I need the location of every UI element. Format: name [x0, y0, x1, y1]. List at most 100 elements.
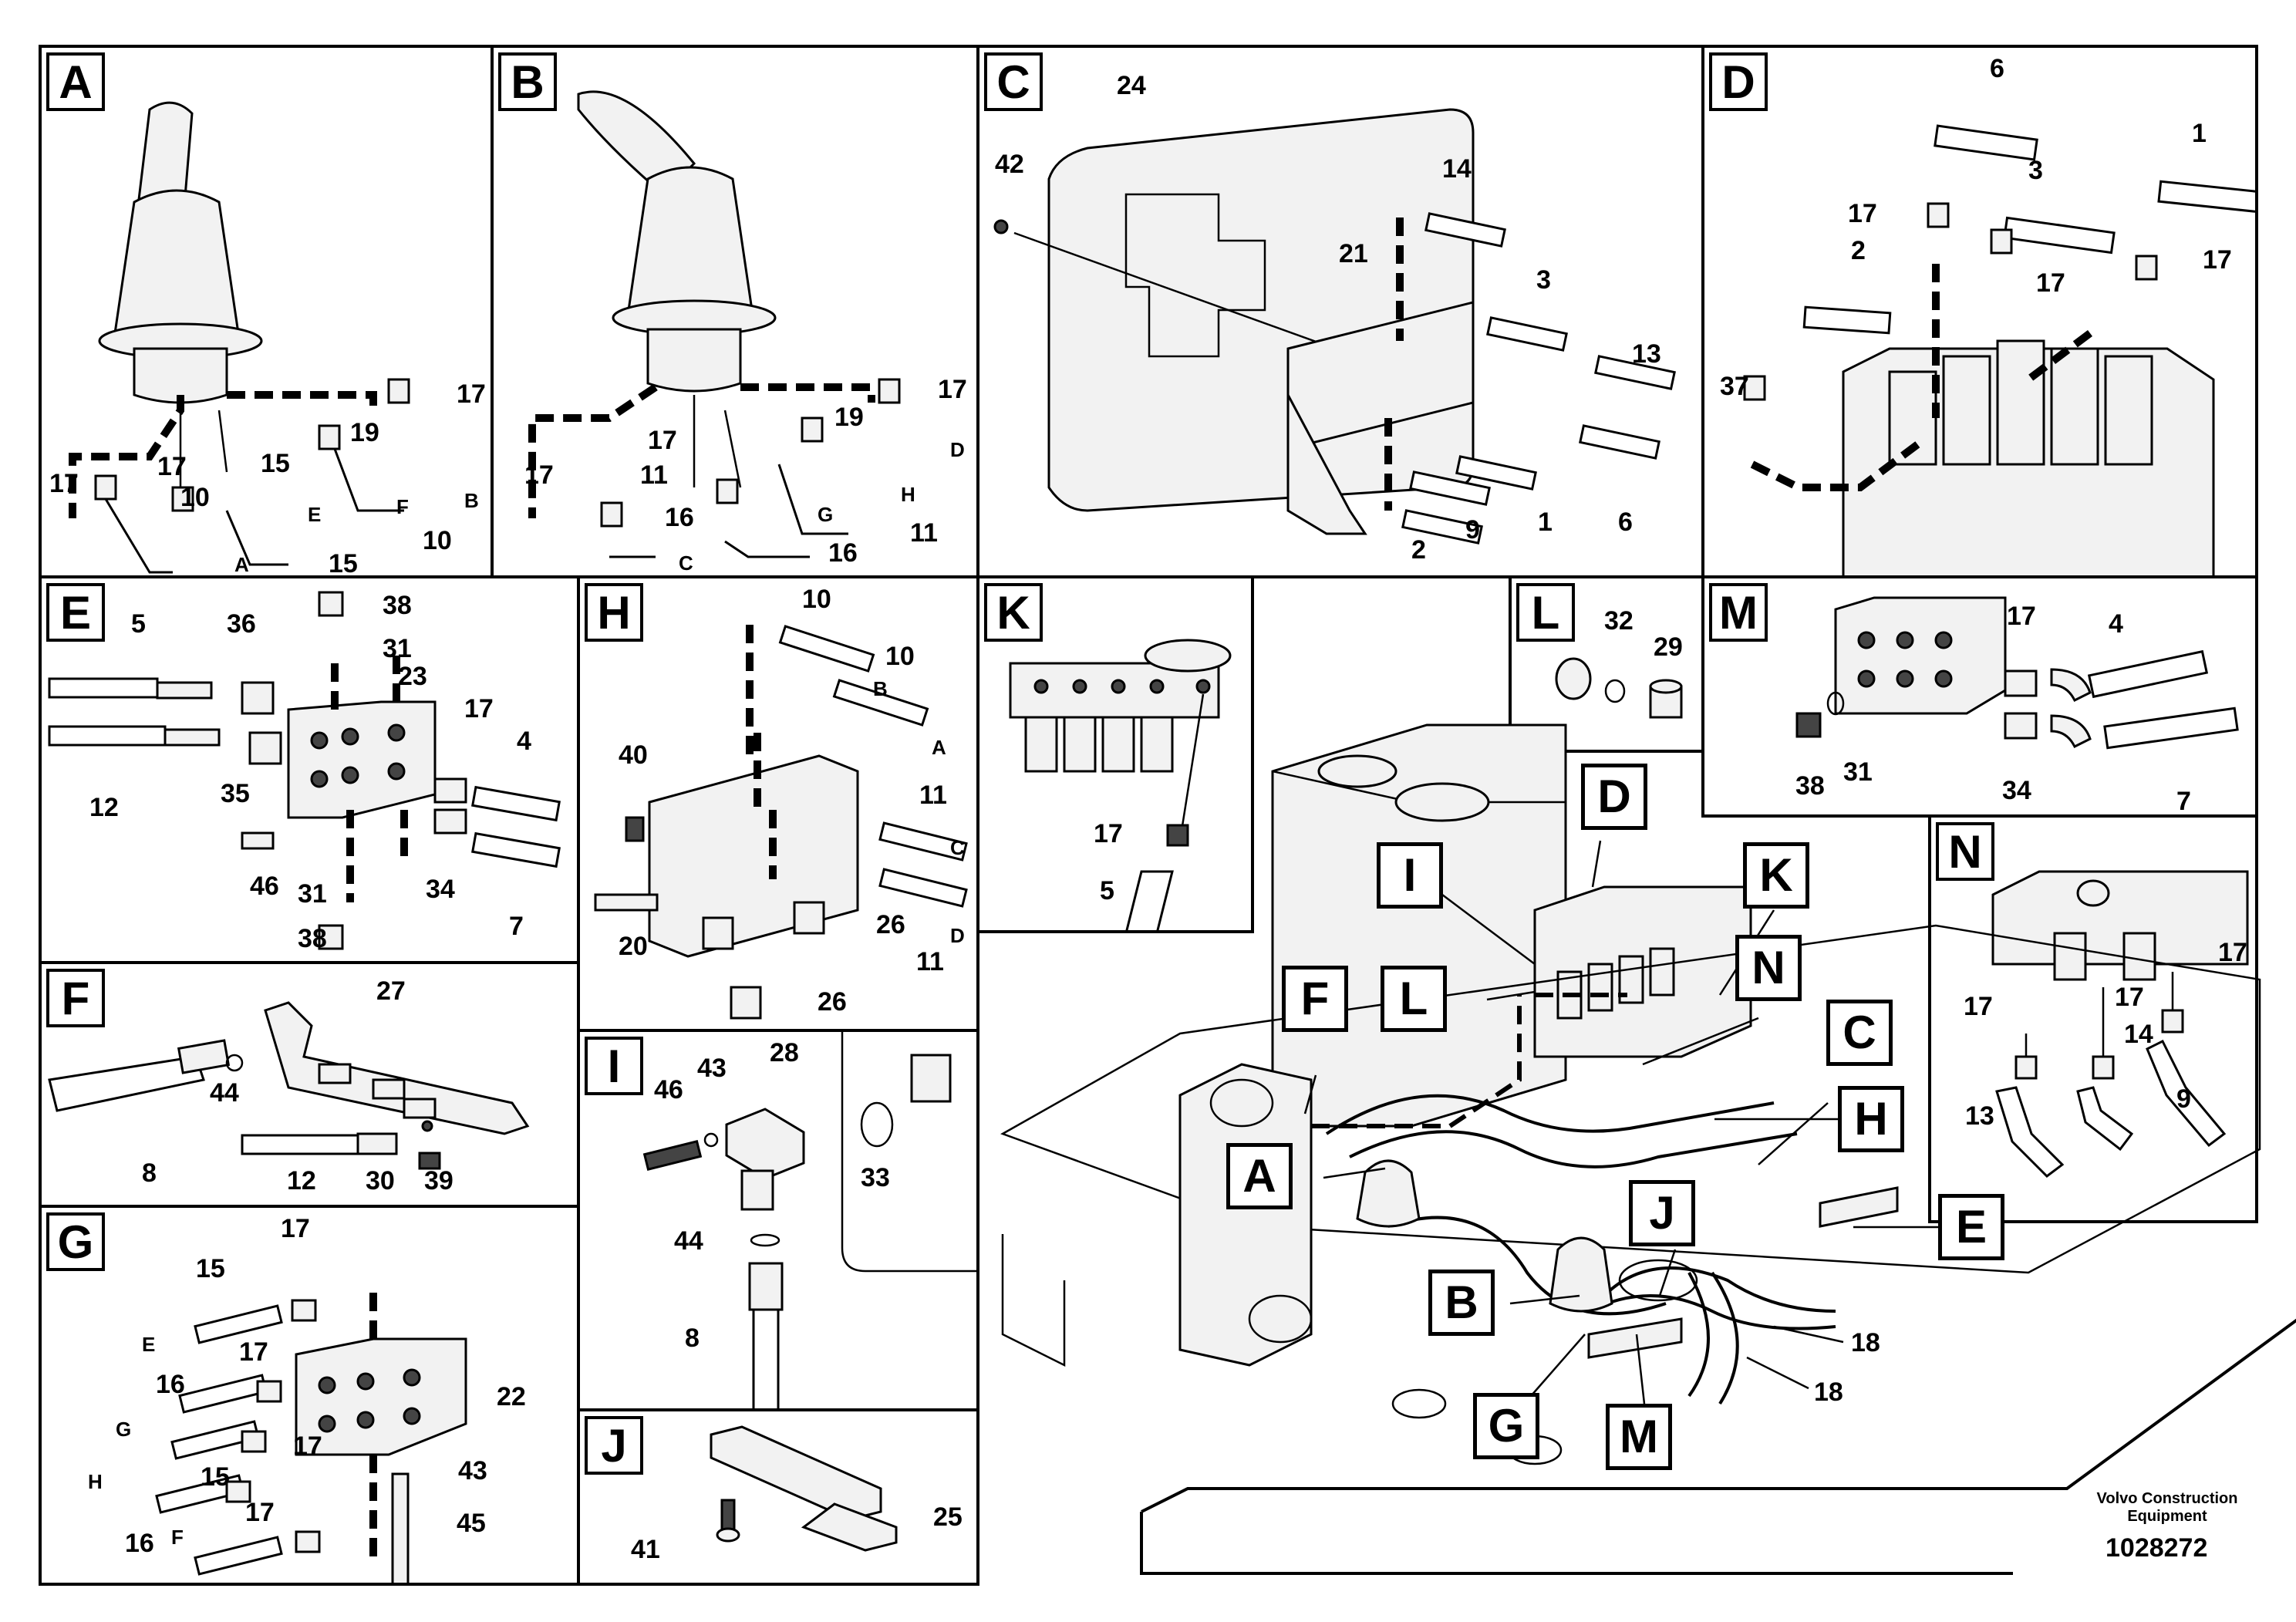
panel-j: J 25 41	[577, 1408, 979, 1586]
panel-l: L 32 29	[1509, 575, 1704, 753]
panel-c: C 24 42 14 21 3 13 2 9	[976, 45, 1704, 578]
clamp-drawing	[710, 1425, 898, 1552]
part-label: 1	[2192, 119, 2207, 148]
part-label: 3	[2028, 156, 2043, 185]
bracket-drawing	[993, 108, 1676, 545]
part-label: 4	[517, 727, 531, 756]
hose-end-label: E	[142, 1333, 156, 1356]
part-label: 17	[524, 460, 554, 490]
part-label: 34	[2002, 776, 2031, 805]
hose-end-label: B	[464, 489, 479, 512]
overview-callout-g: G	[1473, 1393, 1539, 1459]
part-label: 11	[919, 781, 947, 810]
part-label: 11	[910, 518, 938, 548]
part-label: 14	[2124, 1020, 2153, 1049]
part-label: 3	[1536, 265, 1551, 295]
hose-end-label: F	[396, 495, 409, 518]
part-label: 16	[828, 538, 858, 568]
part-label: 17	[938, 375, 967, 404]
overview-callout-b: B	[1428, 1270, 1495, 1336]
panel-a: A 17 17 17 17 19 15 15 10 10 A E F B	[39, 45, 494, 578]
panel-f: F 27 8 44 12 30 39	[39, 961, 580, 1208]
part-label: 22	[497, 1382, 526, 1411]
part-label: 17	[49, 469, 79, 498]
hose-end-label: G	[116, 1418, 132, 1441]
part-label: 26	[876, 910, 905, 939]
part-label: 6	[1990, 54, 2004, 83]
part-label: 16	[156, 1370, 185, 1399]
panel-tag: L	[1516, 583, 1575, 642]
part-label: 17	[157, 452, 187, 481]
panel-i: I 46 43 28 33 44 8	[577, 1029, 979, 1411]
credit-line: Equipment	[2127, 1508, 2207, 1525]
overview-callout-i: I	[1377, 842, 1443, 909]
overview-callout-k: K	[1743, 842, 1809, 909]
part-label: 17	[1964, 992, 1993, 1021]
panel-tag: I	[585, 1037, 643, 1095]
overview-part-label: 18	[1814, 1378, 1843, 1407]
part-label: 26	[818, 987, 847, 1017]
part-label: 12	[287, 1166, 316, 1195]
panel-tag: D	[1709, 52, 1768, 111]
manifold-drawing	[48, 591, 561, 950]
part-label: 8	[142, 1158, 157, 1188]
part-label: 27	[376, 976, 406, 1006]
part-label: 17	[245, 1498, 275, 1527]
part-label: 14	[1442, 154, 1472, 184]
part-label: 17	[281, 1214, 310, 1243]
part-label: 23	[398, 662, 427, 691]
part-label: 46	[654, 1075, 683, 1104]
part-label: 8	[685, 1324, 700, 1353]
part-label: 15	[201, 1462, 230, 1492]
part-label: 36	[227, 609, 256, 639]
manifold-drawing	[1795, 596, 2239, 750]
part-label: 6	[1618, 508, 1633, 537]
credit-line: Volvo Construction	[2096, 1490, 2238, 1507]
panel-tag: F	[46, 969, 105, 1027]
part-label: 11	[640, 460, 668, 490]
part-label: 40	[619, 740, 648, 770]
part-label: 43	[697, 1054, 727, 1083]
part-label: 30	[366, 1166, 395, 1195]
part-label: 13	[1632, 339, 1661, 369]
overview-callout-h: H	[1838, 1086, 1904, 1152]
overview-callout-e: E	[1938, 1194, 2004, 1260]
hose-end-label: D	[950, 924, 965, 947]
panel-k: K 17 5	[976, 575, 1254, 933]
part-label: 2	[1411, 535, 1426, 565]
hose-end-label: G	[818, 503, 834, 526]
hose-end-label: A	[234, 553, 249, 576]
part-label: 10	[423, 526, 452, 555]
valve-drawing	[1009, 639, 1232, 930]
part-label: 38	[298, 924, 327, 953]
fitting-drawing	[642, 1032, 976, 1408]
pipe-drawing	[48, 1001, 530, 1170]
part-label: 12	[89, 793, 119, 822]
joystick-drawing	[528, 90, 901, 558]
panel-e: E 5 36 38 31 23 17 4 12	[39, 575, 580, 964]
part-label: 17	[648, 426, 677, 455]
panel-tag: H	[585, 583, 643, 642]
hose-end-label: E	[308, 503, 322, 526]
panel-n: N 17 17 17 13 14 9	[1928, 814, 2258, 1223]
part-label: 31	[383, 634, 412, 663]
part-label: 10	[180, 483, 210, 512]
valve-drawing	[1743, 124, 2255, 575]
part-label: 29	[1654, 632, 1683, 662]
part-label: 31	[1843, 757, 1873, 787]
part-label: 33	[861, 1163, 890, 1192]
part-label: 11	[916, 947, 944, 976]
publisher-credit: Volvo Construction Equipment	[2075, 1490, 2260, 1526]
overview-callout-n: N	[1735, 935, 1802, 1001]
panel-d: D	[1701, 45, 2258, 578]
part-label: 46	[250, 872, 279, 901]
manifold-drawing	[155, 1293, 467, 1583]
part-label: 43	[458, 1456, 487, 1485]
part-label: 16	[665, 503, 694, 532]
part-label: 15	[196, 1254, 225, 1283]
part-label: 39	[424, 1166, 453, 1195]
hose-end-label: A	[932, 736, 946, 759]
panel-tag: A	[46, 52, 105, 111]
part-label: 17	[2203, 245, 2232, 275]
